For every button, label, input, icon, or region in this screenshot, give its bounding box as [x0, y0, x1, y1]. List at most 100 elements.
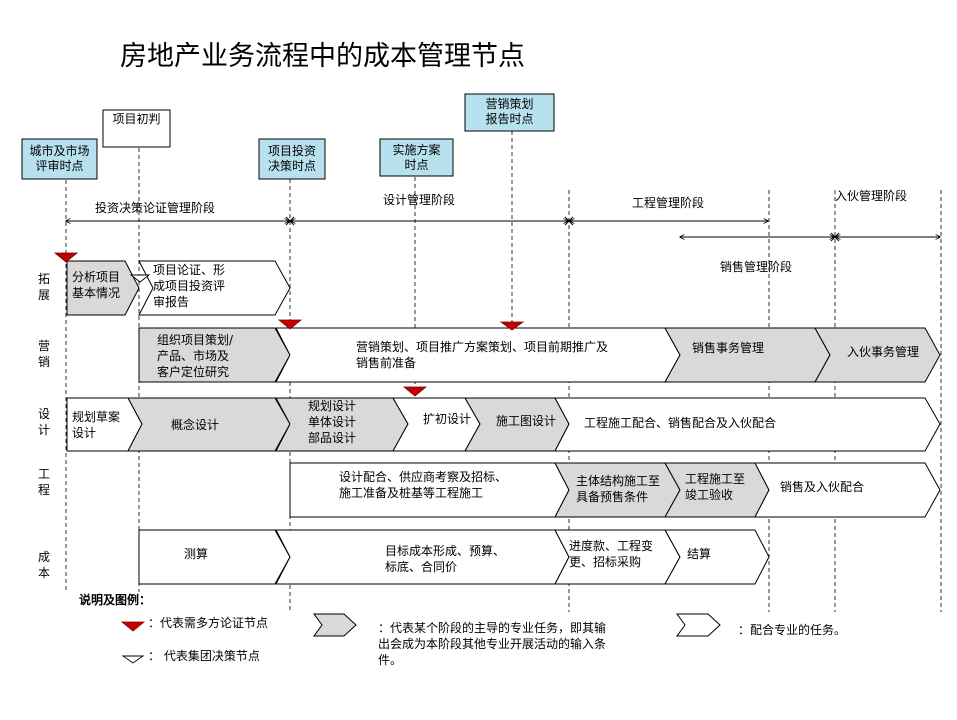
- task-text: 施工图设计: [496, 414, 556, 428]
- red-node-markers: [53, 252, 525, 397]
- task-construction-support: [554, 397, 941, 452]
- task-text: 营销策划、项目推广方案策划、项目前期推广及: [356, 339, 608, 354]
- row-label-char: 拓: [38, 272, 50, 286]
- milestone-label: 城市及市场: [29, 143, 89, 158]
- row-label-char: 营: [38, 339, 50, 353]
- legend-gray-desc: ：代表某个阶段的主导的专业任务，即其输: [378, 620, 606, 635]
- milestone-label: 实施方案: [392, 142, 440, 157]
- task-text: 工程施工配合、销售配合及入伙配合: [584, 415, 776, 430]
- row-label-char: 成: [38, 550, 50, 564]
- task-text: 主体结构施工至: [576, 473, 660, 488]
- legend-red-triangle-icon: [120, 621, 146, 632]
- task-text: 单体设计: [308, 415, 356, 429]
- task-text: 标底、合同价: [385, 559, 457, 574]
- row-label-char: 本: [38, 566, 50, 580]
- red-node-implement: [402, 386, 428, 397]
- milestone-implementation-plan: 实施方案 时点: [379, 138, 454, 177]
- phase-arrows: [66, 221, 940, 237]
- row-label-cost: 成 本: [38, 550, 50, 580]
- row-label-char: 展: [38, 288, 50, 302]
- task-text: 销售及入伙配合: [780, 479, 864, 494]
- task-sales-management: [664, 327, 831, 383]
- task-marketing-planning: [275, 327, 681, 383]
- task-text: 组织项目策划/: [157, 333, 234, 347]
- row-label-char: 设: [38, 407, 50, 421]
- phase-label-engineering: 工程管理阶段: [632, 195, 704, 210]
- legend-lead-task-icon: [313, 613, 357, 637]
- phase-label-occupancy: 入伙管理阶段: [835, 188, 907, 203]
- legend-gray-desc: 件。: [378, 653, 402, 667]
- task-text: 工程施工至: [685, 471, 745, 486]
- task-sales-occupancy-support: [754, 462, 941, 518]
- task-text: 设计配合、供应商考察及招标、: [339, 469, 507, 484]
- task-text: 基本情况: [72, 286, 120, 300]
- row-label-char: 计: [38, 423, 50, 437]
- task-text: 更、招标采购: [569, 554, 641, 569]
- task-text: 项目论证、形: [153, 263, 225, 277]
- task-text: 结算: [687, 546, 711, 561]
- task-text: 设计: [72, 426, 96, 440]
- task-occupancy-management: [814, 327, 941, 383]
- milestone-label: 决策时点: [268, 159, 316, 173]
- task-text: 目标成本形成、预算、: [385, 543, 505, 558]
- red-node-city: [53, 252, 79, 263]
- milestone-initial-judgment: 项目初判: [102, 109, 171, 148]
- milestone-label: 报告时点: [485, 111, 533, 126]
- task-text: 分析项目: [72, 270, 120, 284]
- legend-support-task-icon: [676, 613, 721, 637]
- task-estimation: [138, 529, 291, 585]
- task-text: 成项目投资评: [153, 278, 225, 293]
- phase-label-design: 设计管理阶段: [383, 192, 455, 207]
- task-text: 扩初设计: [423, 412, 471, 426]
- legend-white-desc: ：配合专业的任务。: [738, 622, 846, 637]
- red-node-marketing: [499, 321, 525, 331]
- task-text: 规划设计: [308, 398, 356, 413]
- page-title: 房地产业务流程中的成本管理节点: [120, 41, 525, 72]
- task-text: 销售事务管理: [692, 340, 764, 355]
- legend-heading: 说明及图例：: [79, 592, 151, 607]
- task-text: 施工准备及桩基等工程施工: [339, 485, 483, 500]
- legend-red-label: ：代表需多方论证节点: [148, 615, 268, 630]
- row-label-char: 工: [38, 467, 50, 481]
- task-text: 测算: [184, 546, 208, 561]
- task-analyze-project: [66, 260, 140, 316]
- task-text: 具备预售条件: [576, 489, 648, 504]
- task-text: 客户定位研究: [157, 364, 229, 379]
- milestone-investment-decision: 项目投资 决策时点: [258, 138, 326, 180]
- red-node-decision: [277, 319, 303, 330]
- phase-label-investment: 投资决策论证管理阶段: [95, 200, 215, 215]
- row-label-char: 销: [38, 355, 50, 369]
- milestone-label: 营销策划: [485, 97, 533, 111]
- task-text: 部品设计: [308, 430, 356, 445]
- task-planning-draft: [66, 397, 143, 452]
- row-label-design: 设 计: [38, 407, 50, 437]
- phase-tick-marks: [285, 216, 840, 242]
- task-text: 概念设计: [171, 417, 219, 432]
- task-project-demonstration: [138, 260, 291, 316]
- task-text: 规划草案: [72, 409, 120, 424]
- task-text: 进度款、工程变: [569, 538, 653, 553]
- task-settlement: [664, 529, 770, 585]
- white-node-initial: [129, 274, 151, 283]
- task-text: 入伙事务管理: [847, 344, 919, 359]
- row-label-expand: 拓 展: [38, 272, 50, 302]
- row-label-marketing: 营 销: [38, 339, 50, 369]
- milestone-label: 评审时点: [35, 158, 83, 173]
- task-text: 产品、市场及: [157, 348, 229, 363]
- legend: 说明及图例： ：代表需多方论证节点 ： 代表集团决策节点 ：代表某个阶段的主导的…: [79, 592, 846, 667]
- milestone-marketing-report: 营销策划 报告时点: [464, 93, 555, 132]
- row-label-engineering: 工 程: [38, 467, 50, 497]
- legend-white-triangle-icon: [121, 655, 145, 664]
- task-text: 销售前准备: [356, 355, 416, 370]
- legend-white-label: ： 代表集团决策节点: [148, 648, 260, 663]
- phase-label-sales: 销售管理阶段: [720, 259, 792, 274]
- milestone-label: 项目初判: [112, 112, 160, 126]
- milestone-city-review: 城市及市场 评审时点: [21, 138, 98, 180]
- milestone-label: 时点: [404, 158, 428, 172]
- task-text: 审报告: [153, 294, 189, 309]
- task-text: 竣工验收: [685, 487, 733, 502]
- milestone-label: 项目投资: [268, 143, 316, 158]
- task-concept-design: [127, 397, 291, 452]
- row-label-char: 程: [38, 482, 50, 497]
